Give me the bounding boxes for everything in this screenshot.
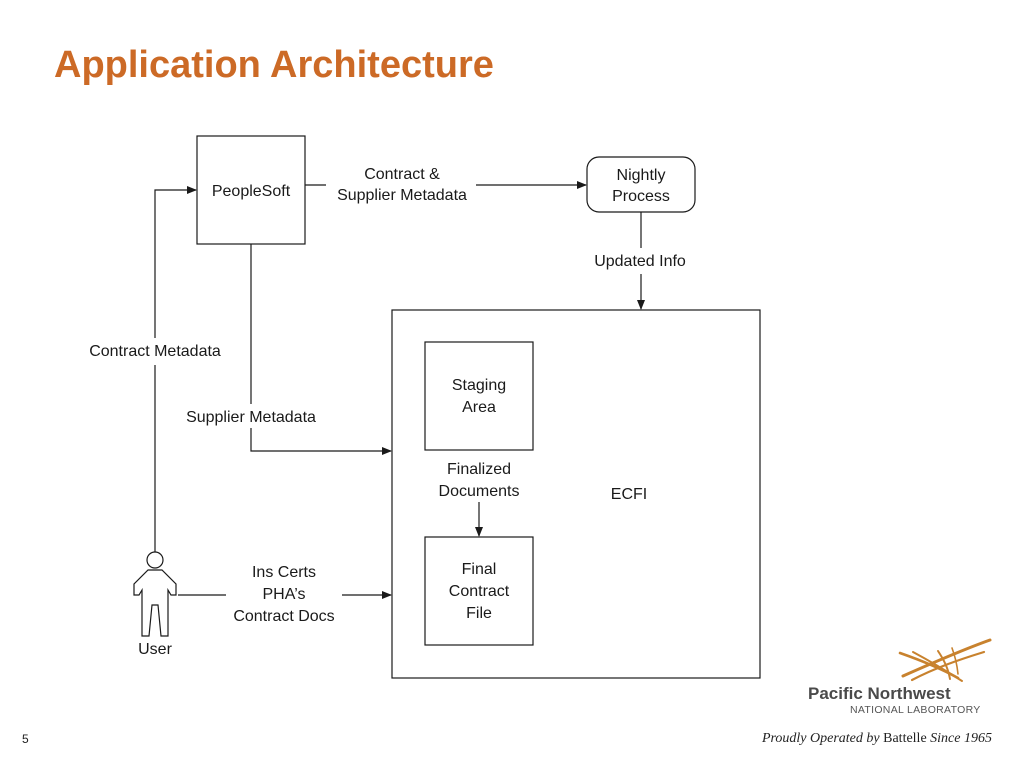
phas-label: PHA’s: [263, 586, 306, 603]
edge-user-to-ecfi: Ins Certs PHA’s Contract Docs: [178, 564, 392, 625]
logo-line2: NATIONAL LABORATORY: [850, 704, 981, 716]
edge-peoplesoft-to-nightly: Contract & Supplier Metadata: [305, 166, 587, 204]
contract-docs-label: Contract Docs: [233, 608, 334, 625]
peoplesoft-label: PeopleSoft: [212, 183, 291, 200]
contract-metadata-label: Contract Metadata: [89, 343, 221, 360]
tagline: Proudly Operated by Battelle Since 1965: [762, 731, 992, 747]
updated-info-label: Updated Info: [594, 253, 686, 270]
ins-certs-label: Ins Certs: [252, 564, 316, 581]
final-contract-file-node: Final Contract File: [424, 536, 534, 646]
tagline-brand: Battelle: [883, 731, 927, 746]
final-contract-file-label-line1: Final: [462, 561, 497, 578]
finalized-documents-label-line2: Documents: [439, 483, 520, 500]
edge-peoplesoft-to-ecfi: Supplier Metadata: [186, 244, 392, 455]
nightly-process-label-line1: Nightly: [617, 167, 666, 184]
contract-supplier-metadata-label-line2: Supplier Metadata: [337, 187, 467, 204]
edge-staging-to-final: Finalized Documents: [439, 461, 520, 537]
staging-area-label-line2: Area: [462, 399, 496, 416]
nightly-process-node: Nightly Process: [586, 156, 696, 213]
final-contract-file-label-line3: File: [466, 605, 492, 622]
edge-user-to-peoplesoft: Contract Metadata: [89, 186, 221, 552]
user-actor-icon: [133, 551, 177, 637]
slide-title: Application Architecture: [54, 44, 494, 86]
ecfi-label: ECFI: [611, 486, 647, 503]
pnnl-logo-icon: [898, 638, 992, 682]
staging-area-node: Staging Area: [424, 341, 534, 451]
supplier-metadata-label: Supplier Metadata: [186, 409, 316, 426]
final-contract-file-label-line2: Contract: [449, 583, 510, 600]
edge-nightly-to-ecfi: Updated Info: [594, 212, 686, 310]
nightly-process-label-line2: Process: [612, 188, 670, 205]
user-label: User: [138, 641, 172, 658]
tagline-part2: Since 1965: [926, 731, 992, 746]
logo-line1: Pacific Northwest: [808, 684, 951, 703]
contract-supplier-metadata-label-line1: Contract &: [364, 166, 440, 183]
tagline-part1: Proudly Operated by: [761, 731, 884, 746]
page-number: 5: [22, 732, 29, 746]
staging-area-label-line1: Staging: [452, 377, 506, 394]
finalized-documents-label-line1: Finalized: [447, 461, 511, 478]
peoplesoft-node: PeopleSoft: [196, 135, 306, 245]
